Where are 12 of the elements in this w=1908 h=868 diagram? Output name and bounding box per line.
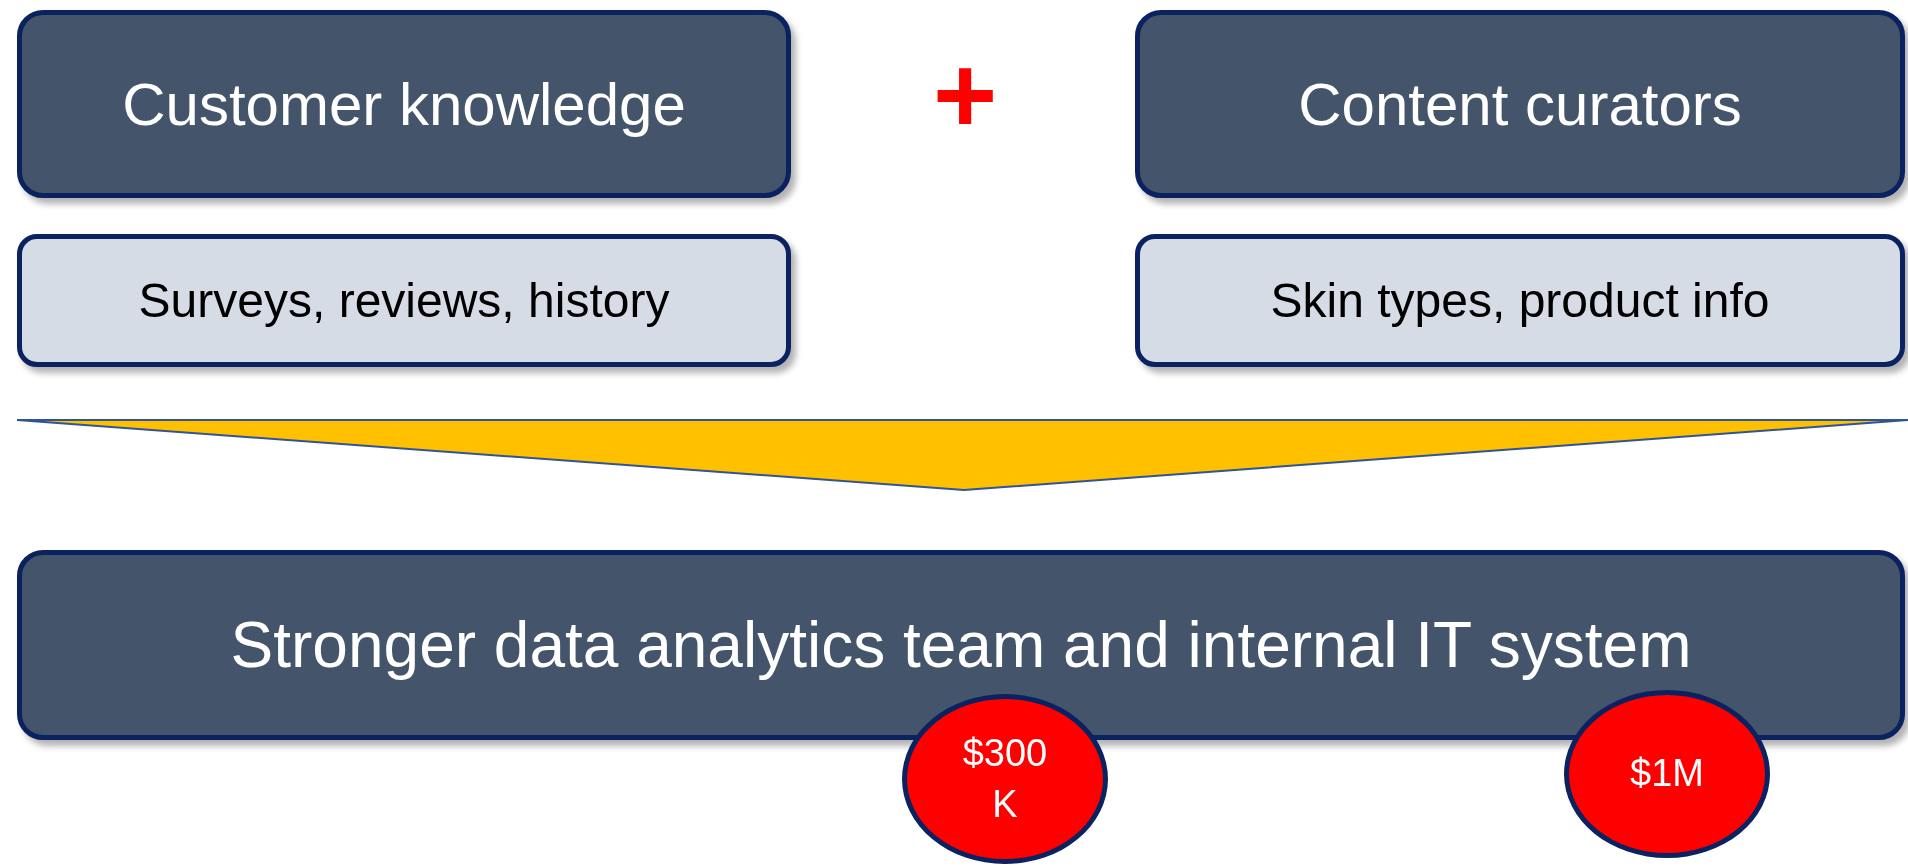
plus-sign: + (931, 40, 999, 150)
box-label: Surveys, reviews, history (138, 273, 670, 328)
box-label: Stronger data analytics team and internal IT system (230, 608, 1692, 682)
title-box (1135, 10, 1905, 198)
box-label: Content curators (1298, 69, 1742, 139)
box-label: Skin types, product info (1270, 273, 1770, 328)
box-label: Customer knowledge (122, 69, 686, 139)
title-box (17, 10, 791, 198)
cost-label: $1M (1629, 751, 1705, 797)
detail-box (17, 234, 791, 367)
cost-label: $300 K (961, 730, 1049, 827)
detail-box (1135, 234, 1905, 367)
